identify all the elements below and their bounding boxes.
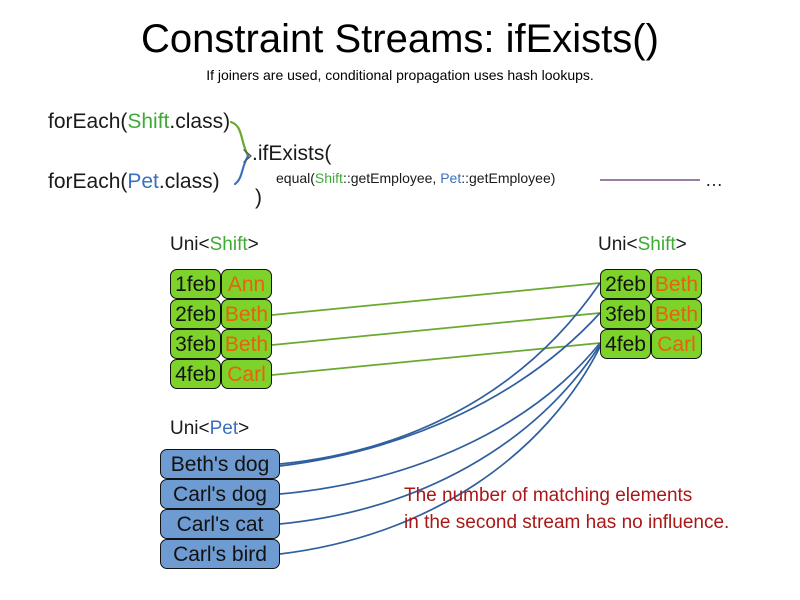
- brace-lower-arm-blue: [233, 154, 250, 186]
- label-right-uni-prefix: Uni<: [598, 234, 638, 255]
- table-row: Beth: [651, 299, 702, 329]
- cell-name: Carl: [657, 332, 696, 356]
- label-uni-pet: Uni<Pet>: [170, 418, 249, 440]
- table-row: 3feb: [170, 329, 221, 359]
- code-foreach-shift-suffix: .class): [169, 110, 231, 133]
- code-equal-pet-type: Pet: [440, 170, 462, 186]
- cell-pet-name: Beth's dog: [170, 452, 270, 476]
- label-uni-pet-suffix: >: [238, 418, 250, 439]
- cell-pet-name: Carl's dog: [173, 482, 267, 506]
- cell-date: 3feb: [605, 302, 646, 326]
- label-right-uni-suffix: >: [675, 234, 687, 255]
- cell-name: Beth: [224, 302, 269, 326]
- label-left-uni-shift: Uni<Shift>: [170, 234, 259, 256]
- code-foreach-pet-prefix: forEach(: [48, 170, 128, 193]
- label-uni-pet-prefix: Uni<: [170, 418, 210, 439]
- table-row: 4feb: [170, 359, 221, 389]
- cell-name: Beth: [654, 302, 699, 326]
- link-blue-beths-dog-to-2feb: [279, 282, 601, 465]
- cell-date: 4feb: [175, 362, 216, 386]
- code-equal-prefix: equal(: [276, 170, 315, 186]
- label-left-uni-prefix: Uni<: [170, 234, 210, 255]
- code-close-paren: ): [255, 186, 262, 209]
- table-row: Beth: [651, 269, 702, 299]
- cell-name: Beth: [224, 332, 269, 356]
- link-green-4feb: [271, 342, 601, 376]
- code-foreach-pet-suffix: .class): [158, 170, 220, 193]
- list-item: Carl's dog: [160, 479, 280, 509]
- link-blue-carls-dog-to-4feb: [279, 342, 601, 495]
- table-row: 2feb: [600, 269, 651, 299]
- cell-date: 1feb: [175, 272, 216, 296]
- green-links-group: [271, 282, 601, 376]
- code-ifexists-call: .ifExists(: [252, 142, 332, 165]
- table-row: 4feb: [600, 329, 651, 359]
- code-equal-pet-method: ::getEmployee): [461, 170, 556, 186]
- table-row: 2feb: [170, 299, 221, 329]
- code-foreach-shift-prefix: forEach(: [48, 110, 128, 133]
- link-green-3feb: [271, 312, 601, 346]
- table-row: Ann: [221, 269, 272, 299]
- cell-name: Carl: [227, 362, 266, 386]
- cell-date: 4feb: [605, 332, 646, 356]
- table-row: Carl: [651, 329, 702, 359]
- link-green-2feb: [271, 282, 601, 316]
- cell-name: Ann: [227, 272, 266, 296]
- page-title: Constraint Streams: ifExists(): [141, 17, 659, 61]
- link-blue-beths-dog-to-3feb: [279, 312, 601, 467]
- label-right-uni-type: Shift: [637, 234, 676, 255]
- label-right-uni-shift: Uni<Shift>: [598, 234, 687, 256]
- code-foreach-pet-type: Pet: [127, 170, 159, 193]
- list-item: Carl's bird: [160, 539, 280, 569]
- brace-upper-arm-green: [229, 120, 250, 158]
- annotation-note: The number of matching elements in the s…: [404, 482, 729, 536]
- cell-pet-name: Carl's bird: [173, 542, 267, 566]
- code-equal-shift-method: ::getEmployee,: [342, 170, 441, 186]
- page-subtitle: If joiners are used, conditional propaga…: [206, 67, 594, 83]
- table-row: 3feb: [600, 299, 651, 329]
- label-left-uni-suffix: >: [247, 234, 259, 255]
- code-foreach-shift-type: Shift: [127, 110, 170, 133]
- table-row: Beth: [221, 329, 272, 359]
- list-item: Carl's cat: [160, 509, 280, 539]
- table-row: 1feb: [170, 269, 221, 299]
- ellipsis-label: …: [705, 170, 723, 190]
- label-left-uni-type: Shift: [209, 234, 248, 255]
- cell-date: 3feb: [175, 332, 216, 356]
- list-item: Beth's dog: [160, 449, 280, 479]
- cell-date: 2feb: [175, 302, 216, 326]
- table-row: Carl: [221, 359, 272, 389]
- label-uni-pet-type: Pet: [209, 418, 239, 439]
- code-equal-shift-type: Shift: [314, 170, 343, 186]
- cell-pet-name: Carl's cat: [176, 512, 264, 536]
- code-foreach-pet: forEach(Pet.class): [48, 170, 220, 194]
- code-equal-joiner: equal(Shift::getEmployee, Pet::getEmploy…: [276, 169, 555, 187]
- brace-tip: [243, 149, 252, 163]
- table-row: Beth: [221, 299, 272, 329]
- cell-name: Beth: [654, 272, 699, 296]
- annotation-note-line2: in the second stream has no influence.: [404, 512, 730, 533]
- cell-date: 2feb: [605, 272, 646, 296]
- code-foreach-shift: forEach(Shift.class): [48, 110, 230, 134]
- annotation-note-line1: The number of matching elements: [404, 485, 693, 506]
